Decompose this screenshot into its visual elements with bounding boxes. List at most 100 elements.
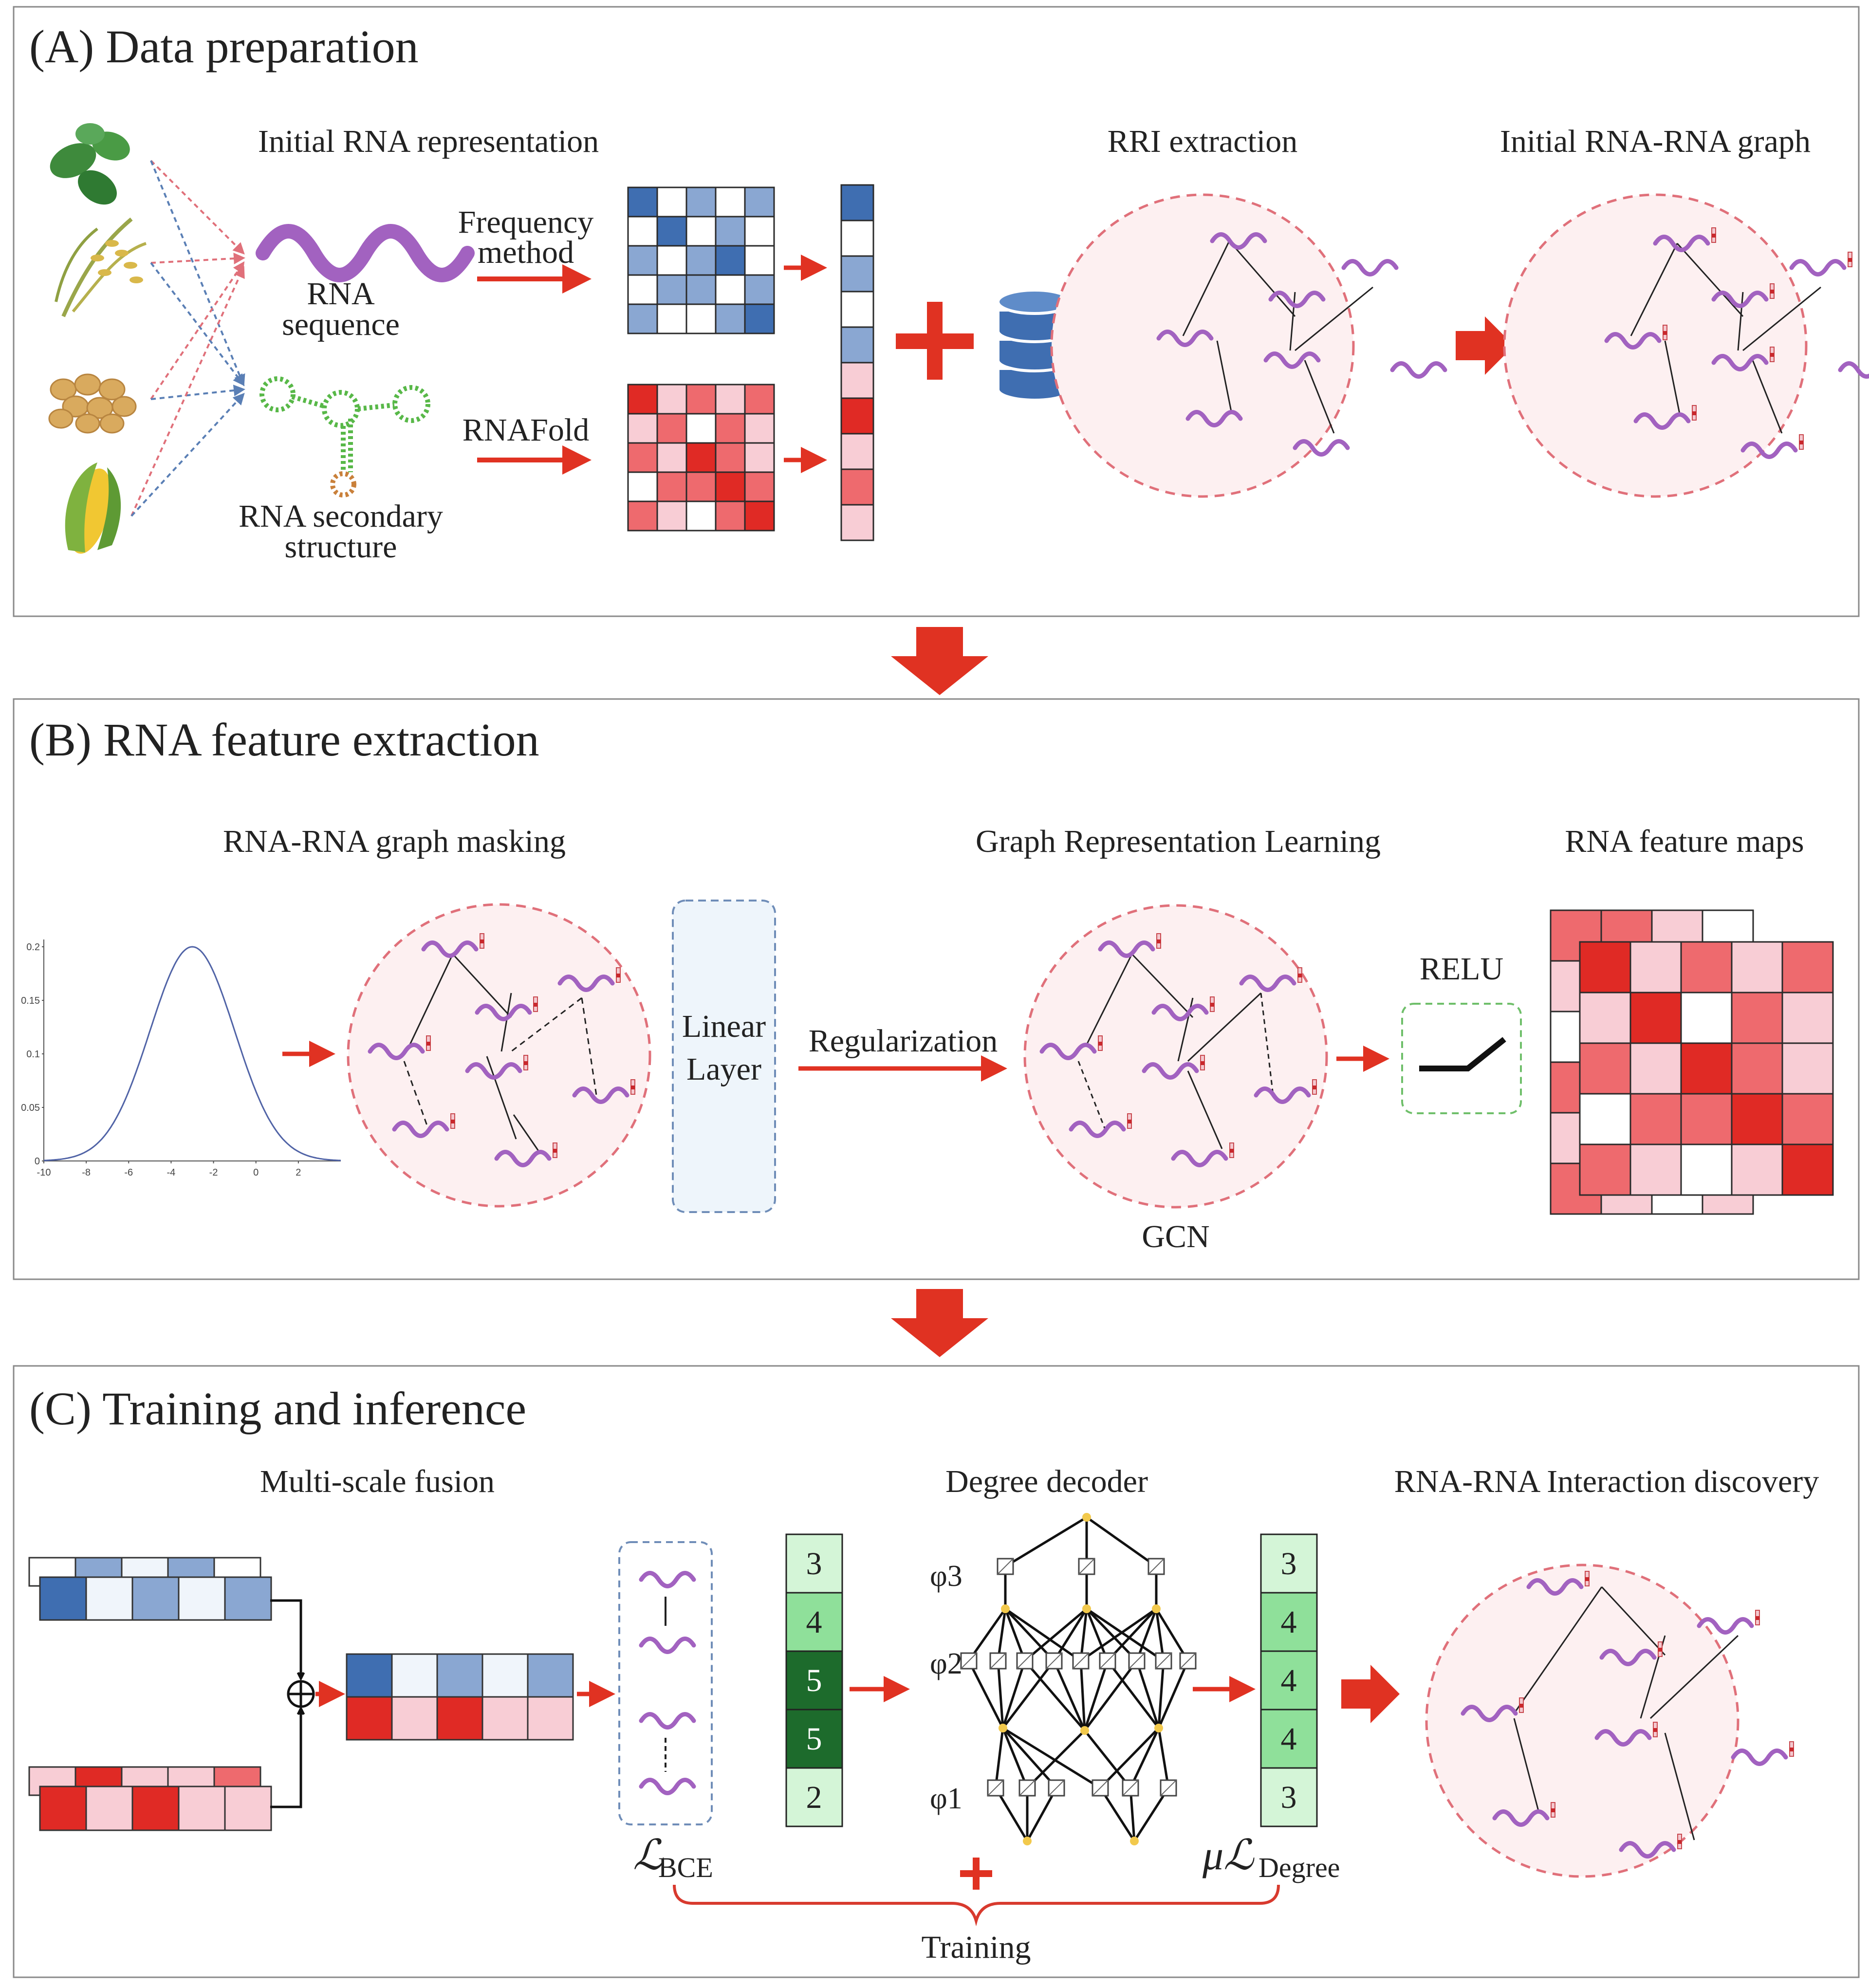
leaf-plant-icon bbox=[50, 123, 130, 205]
bce-loss-symbol: ℒ bbox=[633, 1832, 664, 1878]
decoder-edge bbox=[1084, 1730, 1131, 1789]
fused-vector-bottom-cell bbox=[346, 1696, 393, 1741]
feature-map-front-cell bbox=[1731, 941, 1783, 994]
fusion-wiring bbox=[270, 1599, 315, 1808]
decoder-edge bbox=[1079, 1660, 1086, 1731]
fused-vector-top-cell bbox=[481, 1653, 529, 1698]
gaussian-xtick: -8 bbox=[82, 1167, 91, 1178]
blue-matrix-cell bbox=[715, 274, 746, 305]
degree-value: 4 bbox=[1281, 1663, 1297, 1698]
decoder-edge bbox=[997, 1608, 1007, 1661]
feature-vector-cell bbox=[840, 397, 874, 435]
gcn-label: GCN bbox=[1142, 1219, 1209, 1254]
feature-map-front-cell bbox=[1781, 1093, 1834, 1145]
decoder-edge bbox=[997, 1660, 1004, 1729]
decoder-node bbox=[1080, 1726, 1089, 1735]
degree-cell bbox=[1260, 1592, 1318, 1652]
decoder-unit-mark bbox=[1019, 1780, 1036, 1796]
red-matrix-cell bbox=[627, 442, 658, 473]
degree-cell bbox=[1260, 1533, 1318, 1594]
decoder-edge bbox=[1053, 1608, 1088, 1662]
red-matrix-cell bbox=[744, 413, 775, 444]
rna-feature-maps bbox=[1550, 909, 1834, 1215]
feature-map-front-cell bbox=[1579, 1143, 1631, 1196]
decoder-unit-mark bbox=[997, 1558, 1014, 1575]
decoder-unit-mark bbox=[990, 1653, 1006, 1669]
initial-rna-representation-label: Initial RNA representation bbox=[258, 124, 599, 159]
degree-cell bbox=[1260, 1709, 1318, 1769]
decoder-edge bbox=[1001, 1660, 1026, 1729]
blue-matrix-cell bbox=[715, 186, 746, 218]
blue-matrix-cell bbox=[656, 245, 687, 276]
fused-vector-bottom-cell bbox=[391, 1696, 438, 1741]
degree-cell bbox=[1260, 1767, 1318, 1827]
decoder-unit-mark bbox=[1048, 1780, 1065, 1796]
phi3-label: φ3 bbox=[930, 1560, 962, 1593]
panel-b: (B) RNA feature extraction RNA-RNA graph… bbox=[13, 698, 1860, 1280]
decoder-edge bbox=[1129, 1787, 1136, 1841]
decoder-unit-mark bbox=[987, 1780, 1004, 1796]
decoder-unit-mark bbox=[1148, 1558, 1165, 1575]
initial-graph-label: Initial RNA-RNA graph bbox=[1500, 124, 1811, 159]
decoder-edge bbox=[1004, 1608, 1055, 1662]
initial-rna-rna-graph bbox=[1503, 193, 1869, 498]
blue-matrix-cell bbox=[656, 274, 687, 305]
concatenated-feature-vector bbox=[840, 184, 874, 541]
feature-map-front-cell bbox=[1629, 992, 1682, 1044]
blue-matrix-cell bbox=[715, 245, 746, 276]
blue-matrix-cell bbox=[685, 216, 717, 247]
red-matrix-cell bbox=[744, 442, 775, 473]
degree-cell bbox=[785, 1592, 843, 1652]
rna-sequence-label-1: RNA bbox=[307, 276, 375, 312]
frequency-method-label-1: Frequency bbox=[458, 204, 594, 240]
blue-matrix-cell bbox=[744, 303, 775, 334]
decoder-edge bbox=[1002, 1727, 1101, 1789]
blue-matrix-cell bbox=[685, 303, 717, 334]
decoder-node bbox=[1130, 1837, 1139, 1845]
training-label: Training bbox=[922, 1930, 1031, 1965]
rri-extraction-label: RRI extraction bbox=[1108, 124, 1297, 159]
red-matrix-cell bbox=[656, 471, 687, 502]
degree-value: 3 bbox=[806, 1546, 822, 1582]
decoder-edge bbox=[1085, 1608, 1109, 1661]
decoder-edge bbox=[1026, 1787, 1058, 1842]
red-vector-front-cell bbox=[85, 1786, 133, 1831]
decoder-unit-mark bbox=[1017, 1653, 1033, 1669]
gaussian-ytick: 0.05 bbox=[21, 1103, 40, 1113]
degree-loss-symbol: μℒ bbox=[1202, 1832, 1255, 1878]
decoder-node bbox=[1082, 1513, 1091, 1522]
panel-b-title: (B) RNA feature extraction bbox=[29, 714, 539, 766]
degree-loss-subscript: Degree bbox=[1258, 1852, 1340, 1883]
training-brace bbox=[673, 1884, 1280, 1927]
gaussian-xtick: -6 bbox=[124, 1167, 133, 1178]
training-plus-icon bbox=[960, 1858, 992, 1890]
feature-map-front-cell bbox=[1629, 1143, 1682, 1196]
regularization-label: Regularization bbox=[809, 1023, 998, 1059]
decoder-edge bbox=[1086, 1607, 1165, 1662]
plus-icon bbox=[896, 302, 974, 380]
fused-vector-top-cell bbox=[346, 1653, 393, 1698]
decoder-edge bbox=[967, 1608, 1007, 1662]
feature-vector-cell bbox=[840, 291, 874, 328]
sequence-frequency-matrix bbox=[627, 186, 775, 334]
feature-vector-cell bbox=[840, 326, 874, 364]
panel-a-title: (A) Data preparation bbox=[29, 20, 419, 73]
blue-vector-front-cell bbox=[39, 1576, 87, 1621]
red-matrix-cell bbox=[656, 500, 687, 532]
decoder-edge bbox=[1024, 1660, 1086, 1731]
degree-cell bbox=[785, 1650, 843, 1711]
blue-matrix-cell bbox=[715, 303, 746, 334]
degree-value: 3 bbox=[1281, 1546, 1297, 1582]
decoder-edge bbox=[1004, 1608, 1026, 1661]
decoder-unit-mark bbox=[1078, 1558, 1095, 1575]
decoder-edge bbox=[994, 1728, 1004, 1788]
gaussian-xtick: -4 bbox=[167, 1167, 176, 1178]
feature-map-front-cell bbox=[1731, 992, 1783, 1044]
decoder-edge bbox=[1133, 1787, 1170, 1842]
decoder-edge bbox=[1002, 1727, 1057, 1789]
blue-matrix-cell bbox=[744, 245, 775, 276]
blue-vector-front-cell bbox=[131, 1576, 180, 1621]
blue-matrix-cell bbox=[744, 274, 775, 305]
degree-cell bbox=[785, 1533, 843, 1594]
feature-map-front-cell bbox=[1579, 1093, 1631, 1145]
